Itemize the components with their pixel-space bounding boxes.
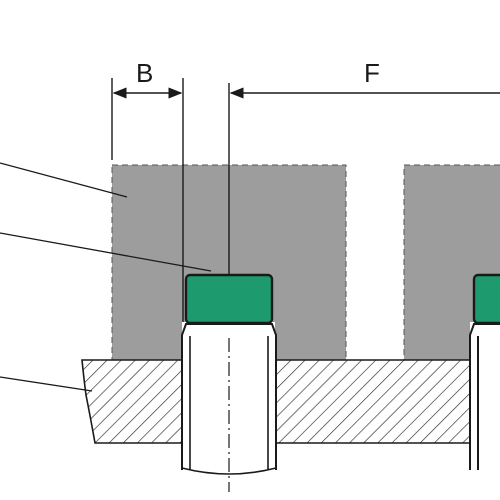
- leader-line-2: [0, 232, 212, 272]
- green-seal-right: [472, 273, 500, 325]
- leader-line-3: [0, 376, 93, 392]
- pin-body-right: [470, 322, 500, 472]
- leader-line-1: [0, 162, 128, 198]
- pin-inner-left: [189, 336, 269, 470]
- pin-bottom-left: [181, 467, 277, 475]
- hatched-base: [81, 359, 500, 444]
- dimension-label-b: B: [136, 58, 153, 88]
- green-seal-left: [184, 273, 274, 325]
- dimension-label-f: F: [364, 58, 380, 88]
